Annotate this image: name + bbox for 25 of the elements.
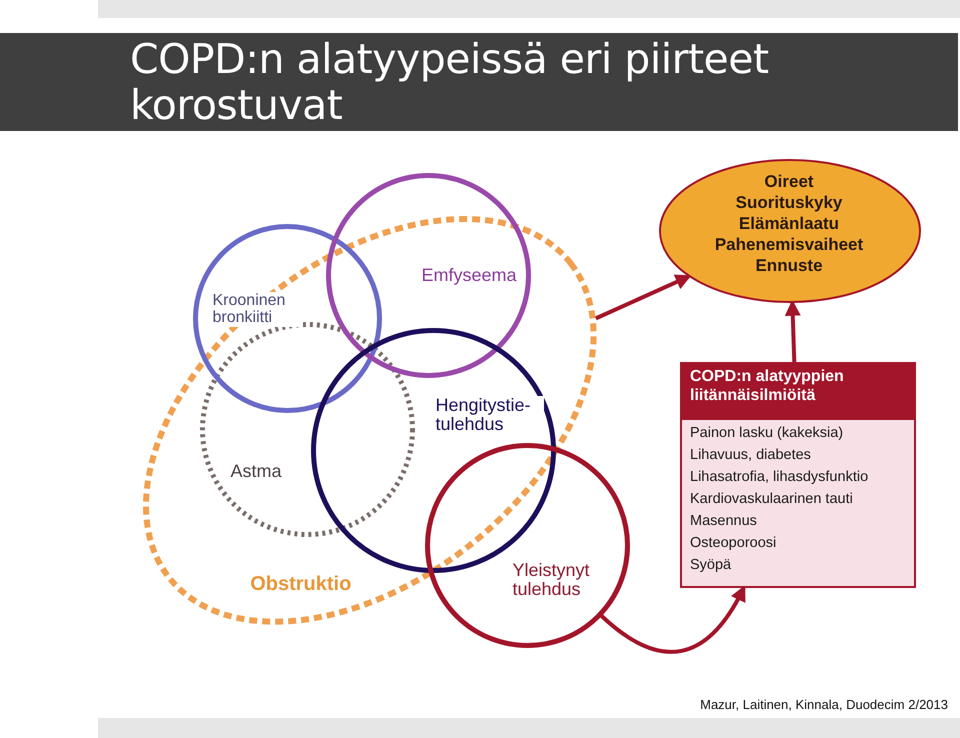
slide-title: COPD:n alatyypeissä eri piirteet korostuvat	[130, 36, 770, 128]
outcome-item: Pahenemisvaiheet	[714, 236, 864, 255]
outcome-item: Oireet	[763, 173, 815, 192]
list-item: Lihavuus, diabetes	[690, 448, 812, 464]
list-item: Lihasatrofia, lihasdysfunktio	[690, 470, 870, 486]
comorbidity-panel	[680, 362, 916, 588]
outcome-item: Suorituskyky	[734, 194, 844, 213]
list-item: Syöpä	[690, 558, 732, 574]
list-item: Kardiovaskulaarinen tauti	[690, 492, 854, 508]
venn-circle	[192, 224, 382, 412]
list-item: Painon lasku (kakeksia)	[690, 426, 844, 442]
outcome-item: Elämänlaatu	[738, 215, 840, 234]
venn-circle	[424, 442, 630, 648]
circle-label: Krooninen bronkiitti	[212, 292, 302, 327]
arrow	[595, 274, 692, 320]
panel-heading: COPD:n alatyyppien liitännäisilmiöitä	[680, 362, 916, 420]
arrow	[600, 585, 746, 654]
venn-circle	[326, 172, 530, 378]
circle-label: Emfyseema	[422, 266, 517, 286]
source-caption: Mazur, Laitinen, Kinnala, Duodecim 2/2013	[700, 697, 948, 712]
list-item: Osteoporoosi	[690, 536, 778, 552]
list-item: Masennus	[690, 514, 758, 530]
dotted-circle	[200, 322, 416, 538]
outcome-item: Ennuste	[754, 257, 824, 276]
outcome-ellipse	[659, 159, 921, 303]
